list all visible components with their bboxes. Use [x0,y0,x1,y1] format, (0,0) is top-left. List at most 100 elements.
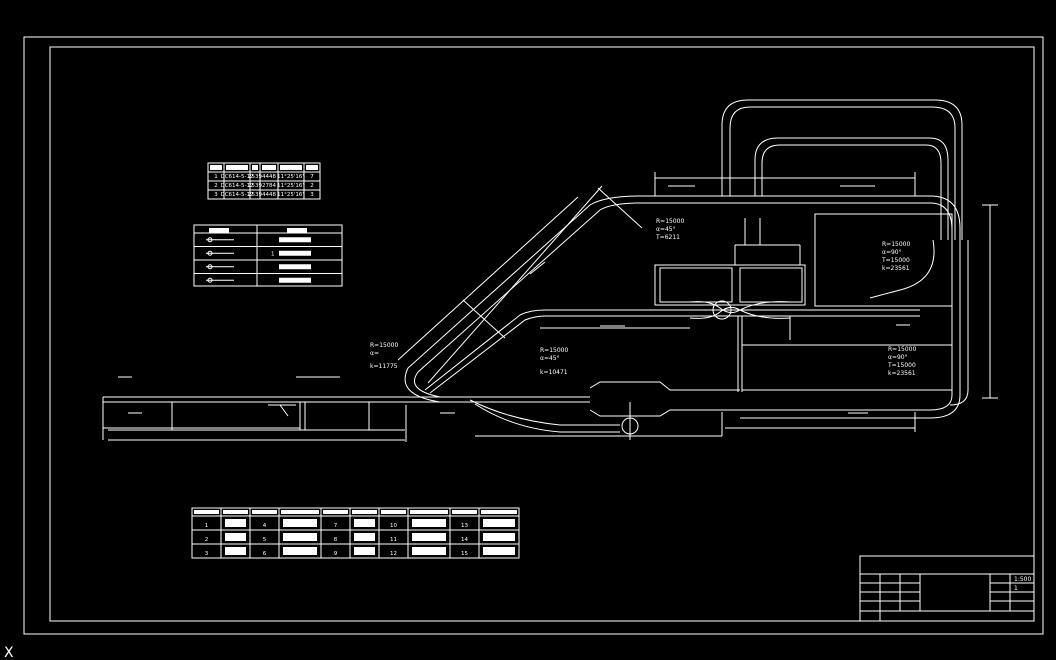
turnout-table-header-cell [306,165,318,170]
cursor-crosshair-icon: X [4,645,14,660]
bottom-table-filled-cell [354,533,375,541]
bottom-table-cell: 6 [263,551,267,557]
lower-section [405,381,916,442]
curve-label-c1-2: T=6211 [655,234,680,241]
turnout-table-header-cell [262,165,276,170]
bottom-table-filled-cell [483,547,515,555]
bottom-table-cell: 14 [461,537,468,543]
inner-frame [49,46,1035,622]
title-block-sheet: 1 [1014,585,1018,592]
curve-label-c2-2: T=15000 [881,257,910,264]
turnout-table-cell: 2539 [248,183,262,189]
legend-filled-cell [279,250,311,256]
turnout-table-cell: 11°25'16" [277,192,305,198]
bottom-table-filled-cell [283,519,317,527]
legend-filled-cell [279,264,311,270]
curve-label-c3-1: α= [370,350,379,357]
direction-arrows [118,185,910,414]
turnout-table-header-cell [210,165,222,170]
chambers [654,213,953,392]
bottom-table-header-cell [452,510,477,514]
bottom-table-cell: 13 [461,523,468,529]
curve-label-c4-1: α=45° [540,355,560,362]
legend-filled-cell [279,237,311,243]
bottom-table-cell: 1 [205,523,209,529]
bottom-table-header-cell [223,510,248,514]
curve-label-c4-2: k=10471 [540,369,568,376]
bottom-table-filled-cell [412,519,446,527]
turnout-table-cell: DC614-5-12 [220,192,253,198]
bottom-table-cell: 15 [461,551,468,557]
curve-label-c3-2: k=11775 [370,363,398,370]
curve-label-c5-1: α=90° [888,354,908,361]
turnout-table-cell: 7 [310,174,314,180]
turnout-table-cell: 4448 [262,192,276,198]
bottom-table-cell: 12 [390,551,397,557]
legend-border [193,224,343,287]
bottom-table-cell: 8 [334,537,338,543]
bottom-table-cell: 3 [205,551,209,557]
bottom-table-header-cell [410,510,448,514]
bottom-table-cell: 5 [263,537,267,543]
turnout-table-cell: 11°25'16" [277,174,305,180]
turnout-table-cell: 2784 [262,183,276,189]
curve-label-c2-3: k=23561 [882,265,910,272]
turnout-table-cell: 1 [214,174,218,180]
curve-label-c5-2: T=15000 [887,362,916,369]
bottom-table-cell: 4 [263,523,267,529]
title-block-frame [859,555,1035,622]
top-loops [721,99,969,406]
legend-header-cell [209,228,229,233]
bottom-table-header-cell [352,510,377,514]
legend-table: 1 [193,224,343,287]
bottom-table-filled-cell [225,547,246,555]
curve-label-c1-1: α=45° [656,226,676,233]
curve-label-c5-0: R=15000 [888,346,916,353]
bottom-table-filled-cell [354,547,375,555]
turnout-table-cell: 2539 [248,174,262,180]
curve-annotations: R=15000 α=45° T=6211 R=15000 α=90° T=150… [370,218,916,377]
bottom-table-header-cell [381,510,406,514]
title-block-scale: 1:500 [1014,576,1031,583]
legend-label: 1 [271,251,275,257]
turnout-table-cell: 4448 [262,174,276,180]
curve-label-c2-0: R=15000 [882,241,910,248]
bottom-table-filled-cell [412,547,446,555]
bottom-table-cell: 9 [334,551,338,557]
bottom-table-filled-cell [225,533,246,541]
turnout-table-cell: 3 [214,192,218,198]
curve-label-c2-1: α=90° [882,249,902,256]
bottom-table-header-cell [194,510,219,514]
curve-label-c4-0: R=15000 [540,347,568,354]
main-roadway [102,185,961,441]
bottom-table-cell: 7 [334,523,338,529]
bottom-table-filled-cell [483,519,515,527]
turnout-table-header-cell [226,165,248,170]
turnout-table-cell: DC614-5-12 [220,174,253,180]
outer-frame [23,36,1044,635]
turnout-table-header-cell [252,165,258,170]
curve-label-c3-0: R=15000 [370,342,398,349]
bottom-table-header-cell [323,510,348,514]
bottom-table-filled-cell [483,533,515,541]
bottom-table-cell: 10 [390,523,397,529]
turnout-table-cell: 3 [310,192,314,198]
bottom-table-header-cell [252,510,277,514]
bottom-table-filled-cell [354,519,375,527]
bottom-table-cell: 11 [390,537,397,543]
turnout-table-cell: 11°25'16" [277,183,305,189]
turnout-table-cell: 2539 [248,192,262,198]
legend-header-cell [287,228,307,233]
curve-label-c5-3: k=23561 [888,370,916,377]
bottom-table-filled-cell [283,533,317,541]
bottom-table-cell: 2 [205,537,209,543]
dimensions [540,172,998,399]
bottom-table-header-cell [281,510,319,514]
turnout-table-cell: 2 [214,183,218,189]
turnout-table-cell: 2 [310,183,314,189]
legend-filled-cell [279,277,311,283]
bottom-table-filled-cell [283,547,317,555]
